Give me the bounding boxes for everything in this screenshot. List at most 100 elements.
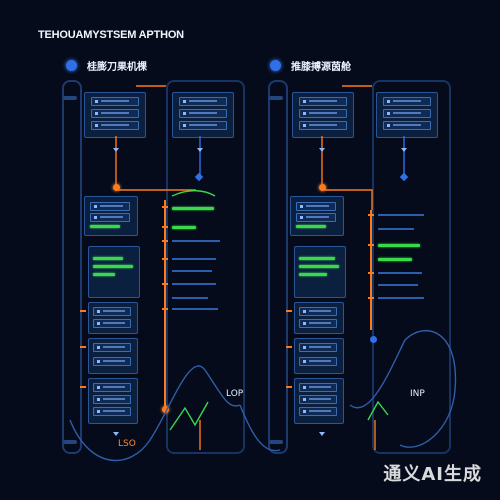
orange-connector [164, 200, 166, 410]
left-lower-box-1 [88, 302, 138, 334]
divider [378, 228, 414, 230]
down-arrow-icon [401, 148, 407, 152]
orange-link [322, 189, 373, 210]
list-item[interactable] [299, 97, 347, 106]
left-rail-handle-bottom[interactable] [63, 440, 77, 444]
left-column-frame [166, 80, 245, 454]
list-item[interactable] [179, 97, 227, 106]
list-item[interactable] [383, 97, 431, 106]
diagram-title: TEHOUAMYSTSEM APTHON [38, 29, 184, 41]
green-progress-bar [378, 258, 412, 261]
orange-tick [286, 386, 292, 388]
green-progress-bar [93, 257, 123, 260]
left-bottom-label: LSO [118, 439, 136, 449]
list-item[interactable] [93, 307, 131, 316]
down-arrow-icon [197, 148, 203, 152]
divider [378, 272, 422, 274]
divider [378, 214, 424, 216]
green-progress-bar [172, 207, 214, 210]
right-rail-handle-bottom[interactable] [269, 440, 283, 444]
right-side-label: INP [410, 389, 425, 399]
green-progress-bar [296, 225, 326, 228]
left-upper-box-b [172, 92, 234, 138]
right-rail-handle-top[interactable] [269, 96, 283, 100]
left-status-box [88, 246, 140, 298]
right-panel-label: 推膝搏源茵舱 [291, 62, 351, 73]
left-lower-box-2 [88, 338, 138, 374]
left-scroll-rail[interactable] [62, 80, 82, 454]
list-item[interactable] [93, 357, 131, 366]
right-lower-box-2 [294, 338, 344, 374]
divider [172, 270, 212, 272]
right-column-frame [372, 80, 451, 454]
list-item[interactable] [383, 121, 431, 130]
list-item[interactable] [299, 121, 347, 130]
list-item[interactable] [93, 407, 131, 416]
green-pulse [367, 400, 389, 421]
right-status-box [294, 246, 346, 298]
list-item[interactable] [383, 109, 431, 118]
orange-node[interactable] [113, 184, 120, 191]
wave-curve [349, 330, 457, 448]
list-item[interactable] [299, 395, 337, 404]
list-item[interactable] [296, 213, 336, 222]
list-item[interactable] [93, 319, 131, 328]
divider [172, 297, 208, 299]
divider [172, 308, 218, 310]
right-upper-box-b [376, 92, 438, 138]
left-side-label: LOP [226, 389, 244, 399]
list-item[interactable] [299, 307, 337, 316]
green-progress-bar [299, 265, 339, 268]
blue-node[interactable] [370, 336, 377, 343]
list-item[interactable] [90, 213, 130, 222]
right-lower-box-1 [294, 302, 344, 334]
right-scroll-rail[interactable] [268, 80, 288, 454]
list-item[interactable] [299, 109, 347, 118]
orange-tick [286, 310, 292, 312]
list-item[interactable] [93, 343, 131, 352]
list-item[interactable] [93, 383, 131, 392]
right-middle-box [290, 196, 344, 236]
list-item[interactable] [93, 395, 131, 404]
orange-node[interactable] [319, 184, 326, 191]
list-item[interactable] [91, 109, 139, 118]
list-item[interactable] [179, 109, 227, 118]
down-arrow-icon [319, 148, 325, 152]
divider [172, 258, 216, 260]
list-item[interactable] [299, 383, 337, 392]
blue-dot-icon [66, 60, 77, 71]
green-progress-bar [172, 226, 196, 229]
orange-tick [80, 386, 86, 388]
divider [172, 283, 216, 285]
green-progress-bar [378, 244, 420, 247]
list-item[interactable] [299, 407, 337, 416]
green-progress-bar [93, 273, 115, 276]
green-progress-bar [93, 265, 133, 268]
list-item[interactable] [299, 357, 337, 366]
green-link [171, 190, 216, 197]
right-lower-box-3 [294, 378, 344, 424]
green-pulse [169, 401, 209, 431]
left-rail-handle-top[interactable] [63, 96, 77, 100]
list-item[interactable] [91, 97, 139, 106]
right-upper-box-a [292, 92, 354, 138]
list-item[interactable] [296, 202, 336, 211]
list-item[interactable] [299, 319, 337, 328]
down-arrow-icon [113, 432, 119, 436]
list-item[interactable] [90, 202, 130, 211]
down-arrow-icon [113, 148, 119, 152]
diamond-icon [399, 172, 409, 182]
list-item[interactable] [299, 343, 337, 352]
list-item[interactable] [91, 121, 139, 130]
blue-dot-icon [270, 60, 281, 71]
left-lower-box-3 [88, 378, 138, 424]
orange-tick [286, 346, 292, 348]
green-progress-bar [299, 257, 335, 260]
left-middle-box [84, 196, 138, 236]
down-arrow-icon [319, 432, 325, 436]
watermark: 通义AI生成 [383, 464, 482, 485]
list-item[interactable] [179, 121, 227, 130]
orange-connector [370, 210, 372, 330]
orange-node[interactable] [162, 406, 169, 413]
